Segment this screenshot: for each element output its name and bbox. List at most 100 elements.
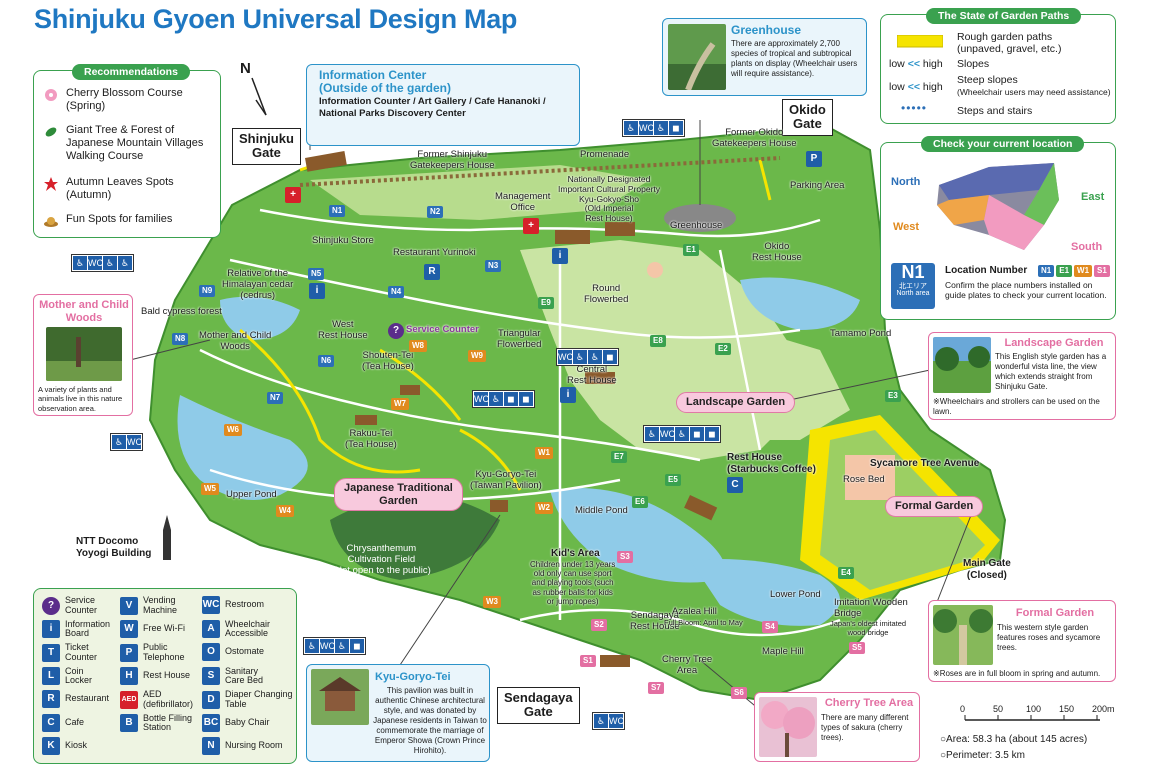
facility-strip-greenhouse[interactable]: ♿WC♿◼ bbox=[622, 119, 685, 137]
legend-label: Restaurant bbox=[65, 693, 110, 704]
formal-garden-box[interactable]: Formal Garden This western style garden … bbox=[928, 600, 1116, 682]
facility-strip-landscape[interactable]: ♿WC♿◼◼ bbox=[643, 425, 721, 443]
landscape-garden-box[interactable]: Landscape Garden This English style gard… bbox=[928, 332, 1116, 420]
info-board-icon[interactable]: i bbox=[560, 387, 576, 403]
location-code-e7: E7 bbox=[611, 451, 627, 463]
location-code-e2: E2 bbox=[715, 343, 731, 355]
promenade-path bbox=[299, 156, 781, 187]
info-board-icon[interactable]: i bbox=[552, 248, 568, 264]
north-arrow bbox=[251, 77, 267, 116]
legend-label: Public Telephone bbox=[143, 642, 185, 662]
rec-item-giant-tree: Giant Tree & Forest of Japanese Mountain… bbox=[44, 124, 203, 164]
mother-child-woods-title: Mother and Child Woods bbox=[39, 299, 129, 324]
location-code-e4: E4 bbox=[838, 567, 854, 579]
okido-gate-label[interactable]: Okido Gate bbox=[782, 99, 833, 136]
lower-pond-label: Lower Pond bbox=[770, 589, 821, 600]
restaurant-yurinoki-label: Restaurant Yurinoki bbox=[393, 247, 476, 258]
legend-label: Nursing Room bbox=[225, 740, 283, 751]
location-code-w2: W2 bbox=[535, 502, 553, 514]
legend-icon: K bbox=[42, 737, 60, 755]
rough-path-2 bbox=[379, 348, 462, 421]
shouten-tei-building bbox=[400, 385, 420, 395]
path-1 bbox=[259, 208, 821, 238]
formal-garden-note: ※Roses are in full bloom in spring and a… bbox=[933, 669, 1101, 678]
main-gate-label: Main Gate (Closed) bbox=[963, 558, 1011, 581]
steep-slopes-label: Steep slopes (Wheelchair users may need … bbox=[957, 74, 1111, 98]
legend-icon: AED bbox=[120, 690, 138, 709]
facility-strip-central-rest[interactable]: WC♿♿◼ bbox=[556, 348, 619, 366]
location-code-w5: W5 bbox=[201, 483, 219, 495]
legend-label: Bottle Filling Station bbox=[143, 712, 193, 733]
taiwan-pavilion-building bbox=[490, 500, 508, 512]
service-counter-icon[interactable]: ? bbox=[388, 323, 404, 339]
azalea-bloom-label: Full Bloom: April to May bbox=[664, 618, 743, 627]
facility-strip-sendagaya[interactable]: ♿WC bbox=[592, 712, 625, 730]
japanese-garden-pill[interactable]: Japanese Traditional Garden bbox=[334, 478, 463, 512]
location-code-n4: N4 bbox=[388, 286, 405, 298]
location-code-e6: E6 bbox=[632, 496, 648, 508]
cherry-tree-area-box[interactable]: Cherry Tree Area There are many differen… bbox=[754, 692, 920, 762]
formal-garden-pill[interactable]: Formal Garden bbox=[885, 496, 984, 517]
area-east-label: East bbox=[1081, 191, 1105, 203]
mother-child-woods-text: A variety of plants and animals live in … bbox=[38, 385, 123, 413]
information-center-box[interactable]: Information Center (Outside of the garde… bbox=[306, 64, 580, 146]
upper-pond bbox=[177, 395, 308, 500]
formal-garden-text: This western style garden features roses… bbox=[997, 623, 1101, 652]
landscape-garden-pill[interactable]: Landscape Garden bbox=[676, 392, 796, 413]
legend-icon: N bbox=[202, 737, 220, 755]
rose-bed-area bbox=[845, 455, 895, 500]
location-code-e8: E8 bbox=[650, 335, 666, 347]
former-shinjuku-gatekeepers-label: Former Shinjuku Gatekeepers House bbox=[410, 149, 495, 171]
location-code-w9: W9 bbox=[468, 350, 486, 362]
scale-tick-label: 150 bbox=[1059, 704, 1075, 714]
okido-rest-house-label: Okido Rest House bbox=[752, 241, 802, 263]
legend-icon: V bbox=[120, 596, 138, 615]
leader-kyugoryo bbox=[399, 514, 501, 666]
azalea-hill-label: Azalea Hill bbox=[672, 606, 717, 617]
kyu-goryo-tei-photo bbox=[311, 669, 369, 725]
facility-strip-mother-woods[interactable]: ♿WC♿♿ bbox=[71, 254, 134, 272]
legend-label: AED (defibrillator) bbox=[143, 689, 194, 709]
parking-icon[interactable]: P bbox=[806, 151, 822, 167]
sendagaya-gate-label[interactable]: Sendagaya Gate bbox=[497, 687, 580, 724]
legend-label: Kiosk bbox=[65, 740, 88, 751]
ntt-docomo-label: NTT Docomo Yoyogi Building bbox=[76, 536, 152, 559]
landscape-garden-text: This English style garden has a wonderfu… bbox=[995, 352, 1107, 391]
facility-strip-triangular[interactable]: WC♿◼◼ bbox=[472, 390, 535, 408]
cherry-tree-photo bbox=[759, 697, 817, 757]
west-pond bbox=[220, 296, 300, 340]
round-flowerbed-label: Round Flowerbed bbox=[584, 283, 629, 305]
cherry-tree-area-text: There are many different types of sakura… bbox=[821, 713, 909, 742]
aed-icon[interactable]: + bbox=[523, 218, 539, 234]
west-rest-house-label: West Rest House bbox=[318, 319, 368, 341]
kyu-gokyo-sho-label: Nationally Designated Important Cultural… bbox=[558, 174, 661, 224]
restaurant-icon[interactable]: R bbox=[424, 264, 440, 280]
shinjuku-gate-label[interactable]: Shinjuku Gate bbox=[232, 128, 301, 165]
bald-cypress-label: Bald cypress forest bbox=[141, 306, 222, 317]
aed-icon[interactable]: + bbox=[285, 187, 301, 203]
facility-strip-west[interactable]: ♿WC bbox=[110, 433, 143, 451]
facility-strip-chrysanthemum[interactable]: ♿WC♿◼ bbox=[303, 637, 366, 655]
landscape-garden-title: Landscape Garden bbox=[1004, 337, 1104, 349]
greenhouse-dome bbox=[664, 204, 736, 232]
location-code-n7: N7 bbox=[267, 392, 284, 404]
kyu-goryo-tei-box[interactable]: Kyu-Goryo-Tei This pavilion was built in… bbox=[306, 664, 490, 762]
greenhouse-box[interactable]: Greenhouse There are approximately 2,700… bbox=[662, 18, 867, 96]
mother-child-woods-map-label: Mother and Child Woods bbox=[199, 330, 272, 352]
central-rest-house-label: Central Rest House bbox=[567, 364, 617, 386]
location-code-w7: W7 bbox=[391, 398, 409, 410]
mother-child-woods-box[interactable]: Mother and Child Woods A variety of plan… bbox=[33, 294, 133, 416]
legend-icon: WC bbox=[202, 596, 220, 614]
lawn-north bbox=[310, 165, 650, 220]
legend-label: Ticket Counter bbox=[65, 642, 98, 662]
greenhouse-photo bbox=[668, 24, 726, 90]
legend-icon: i bbox=[42, 620, 60, 639]
legend-icon: P bbox=[120, 643, 138, 662]
legend-item: ?Service Counter bbox=[42, 595, 97, 616]
scale-bar bbox=[964, 715, 1100, 721]
info-board-icon[interactable]: i bbox=[309, 283, 325, 299]
landscape-garden-note: ※Wheelchairs and strollers can be used o… bbox=[933, 397, 1100, 416]
cafe-icon[interactable]: C bbox=[727, 477, 743, 493]
